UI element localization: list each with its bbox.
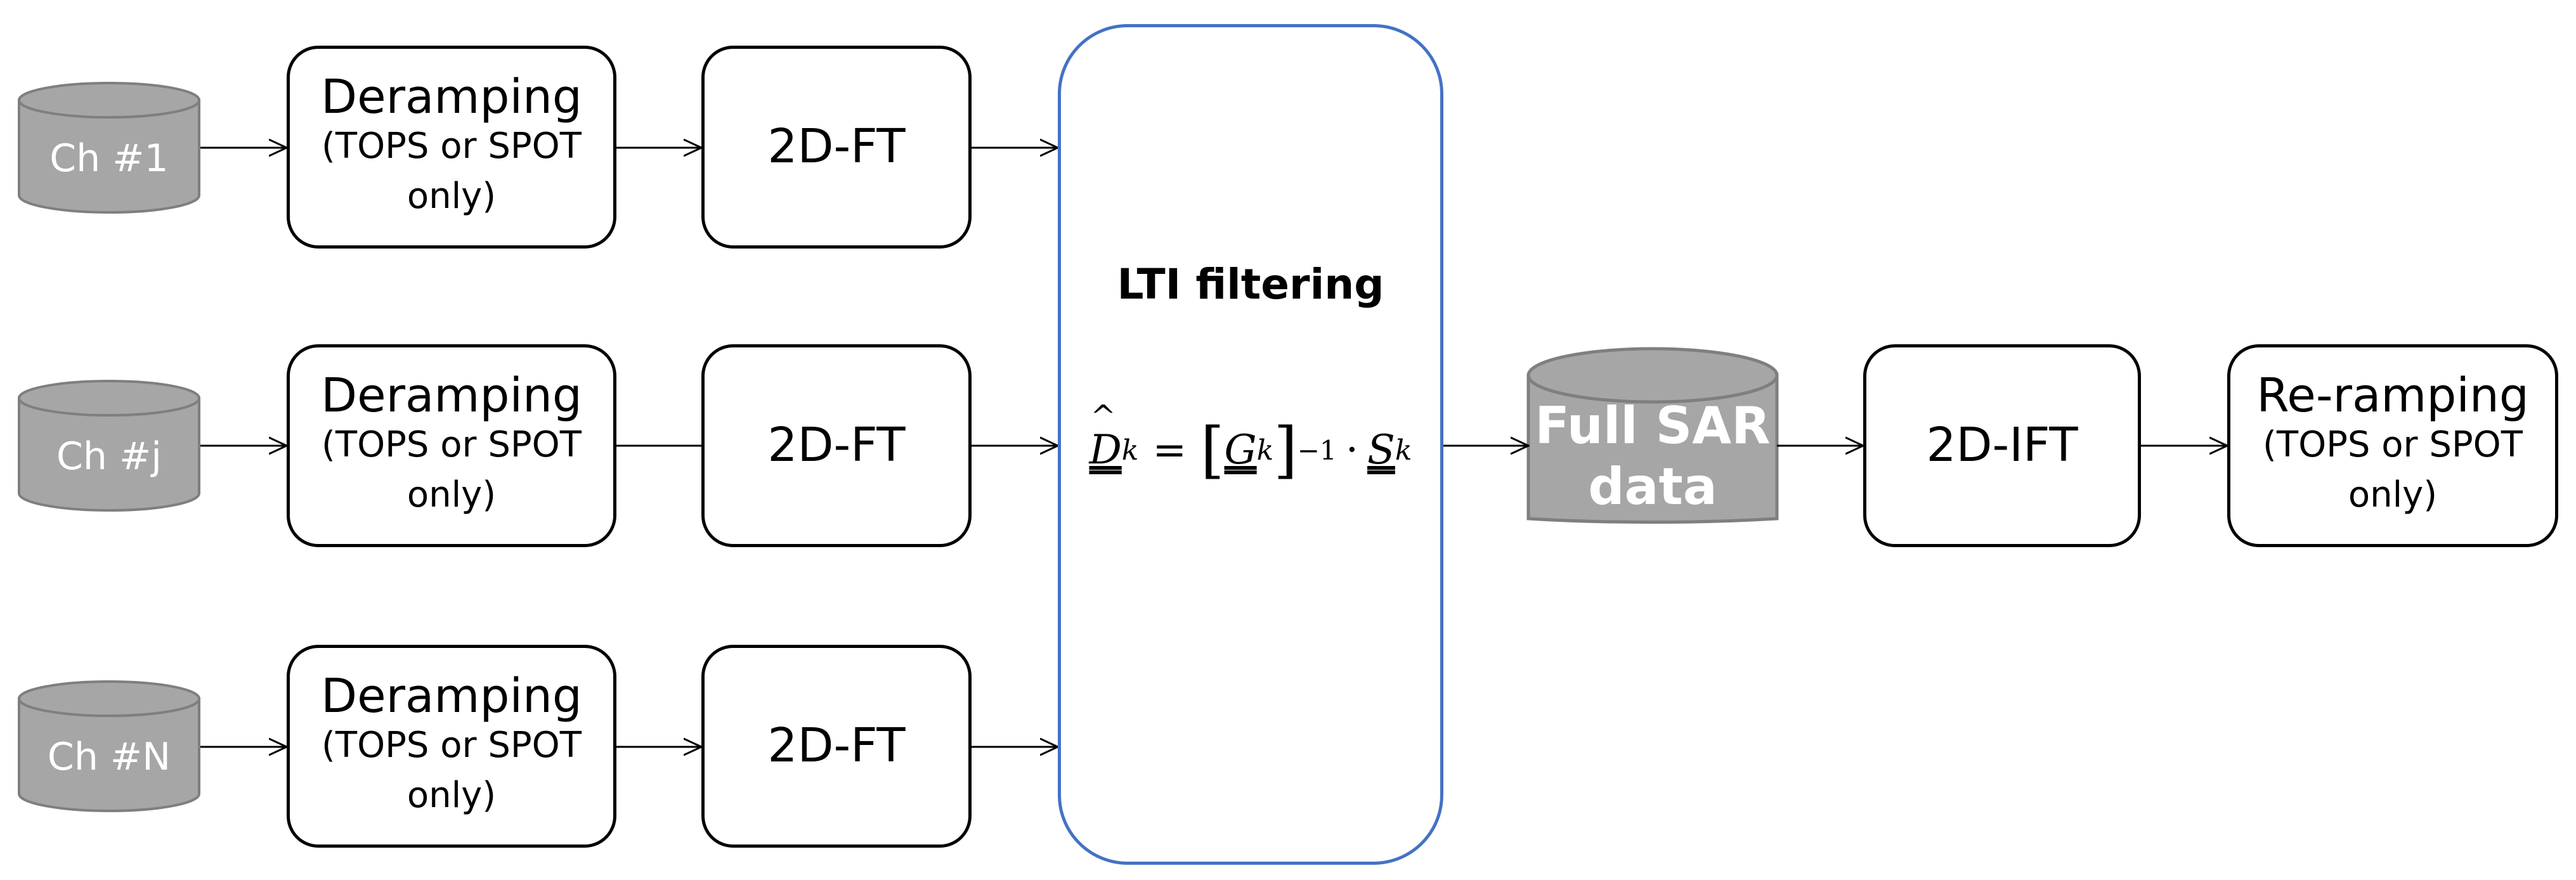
formula-g: G (1224, 427, 1257, 474)
deramping-box-1: Deramping (TOPS or SPOT only) (287, 46, 616, 249)
formula-sub-k: k (1395, 434, 1412, 467)
channel-n-label: Ch #N (47, 735, 171, 779)
lti-filtering-title: LTI filtering (1117, 260, 1384, 309)
fft-label: 2D-FT (767, 119, 906, 174)
deramping-title: Deramping (321, 368, 582, 423)
formula-s: S (1367, 427, 1395, 474)
deramping-note: (TOPS or SPOT only) (322, 725, 582, 816)
lti-filtering-box (1058, 24, 1443, 865)
fft-box-j: 2D-FT (701, 344, 972, 547)
deramping-box-n: Deramping (TOPS or SPOT only) (287, 645, 616, 848)
ifft-label: 2D-IFT (1926, 418, 2078, 473)
deramping-note: (TOPS or SPOT only) (322, 424, 582, 515)
formula-d-hat: D (1089, 399, 1121, 474)
full-sar-label: Full SAR data (1528, 393, 1777, 520)
formula-sub-k: k (1121, 434, 1139, 467)
full-sar-line2: data (1588, 457, 1717, 516)
full-sar-line1: Full SAR (1535, 396, 1771, 455)
channel-1-cylinder (18, 82, 200, 214)
deramping-title: Deramping (321, 668, 582, 723)
reramping-title: Re-ramping (2256, 368, 2529, 423)
fft-box-n: 2D-FT (701, 645, 972, 848)
formula-equals: = (1152, 427, 1187, 474)
channel-j-label: Ch #j (56, 434, 162, 479)
channel-1-label: Ch #1 (49, 136, 169, 181)
formula-exponent: −1 (1297, 434, 1337, 466)
formula-sub-k: k (1256, 434, 1274, 467)
deramping-title: Deramping (321, 69, 582, 124)
channel-n-cylinder (18, 680, 200, 812)
full-sar-cylinder (1526, 347, 1779, 524)
channel-j-cylinder (18, 380, 200, 512)
deramping-box-j: Deramping (TOPS or SPOT only) (287, 344, 616, 547)
fft-label: 2D-FT (767, 718, 906, 773)
deramping-note: (TOPS or SPOT only) (322, 126, 582, 217)
fft-box-1: 2D-FT (701, 46, 972, 249)
formula-right-bracket: ] (1273, 415, 1298, 486)
formula-left-bracket: [ (1200, 415, 1225, 486)
reramping-box: Re-ramping (TOPS or SPOT only) (2227, 344, 2558, 547)
fft-label: 2D-FT (767, 418, 906, 473)
reramping-note: (TOPS or SPOT only) (2263, 424, 2523, 515)
ifft-box: 2D-IFT (1863, 344, 2141, 547)
lti-formula: Dk = [Gk]−1 · Sk (1058, 399, 1443, 495)
formula-dot: · (1345, 427, 1359, 474)
